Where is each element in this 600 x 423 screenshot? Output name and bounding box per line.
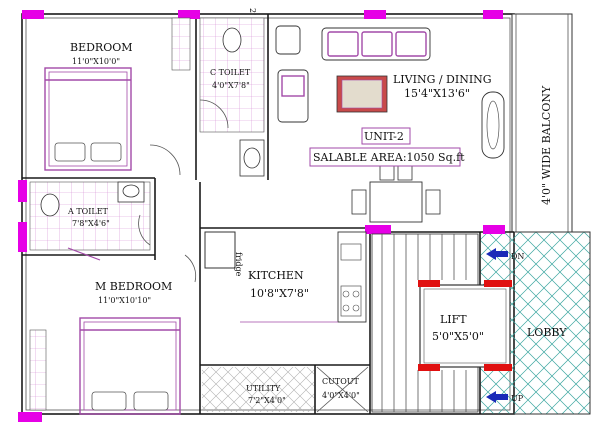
- top-dimension: 2': [248, 8, 257, 15]
- m-bedroom-name: M BEDROOM: [95, 280, 172, 293]
- living-armchairs: [275, 25, 309, 123]
- living-name: LIVING / DINING: [393, 73, 492, 86]
- unit-name: UNIT-2: [364, 130, 404, 143]
- living-sofa: [321, 27, 431, 61]
- bedroom-wardrobe: [171, 17, 191, 71]
- lift-shaft: [418, 280, 512, 371]
- stair-up-arrow: [486, 391, 508, 403]
- c-toilet-name: C TOILET: [210, 68, 251, 77]
- lobby-name: LOBBY: [527, 326, 567, 339]
- lift-size: 5'0"X5'0": [432, 330, 484, 343]
- c-toilet-fixtures: [199, 17, 265, 177]
- a-toilet-size: 7'8"X4'6": [72, 219, 110, 228]
- m-bedroom-size: 11'0"X10'10": [98, 296, 151, 305]
- columns: [18, 10, 505, 422]
- tv-unit: [481, 91, 505, 159]
- salable-area: SALABLE AREA:1050 Sq.ft: [313, 151, 465, 164]
- bedroom-name: BEDROOM: [70, 41, 133, 54]
- balcony-label: 4'0" WIDE BALCONY: [540, 85, 553, 205]
- bedroom-size: 11'0"X10'0": [72, 57, 120, 66]
- unit-label-box: [309, 127, 461, 167]
- stair-down-label: DN: [511, 252, 524, 261]
- kitchen-name: KITCHEN: [248, 269, 304, 282]
- m-bedroom-wardrobe: [29, 329, 47, 411]
- cutout-name: CUTOUT: [322, 377, 360, 386]
- a-toilet-name: A TOILET: [67, 207, 109, 216]
- interior-walls: [22, 14, 514, 414]
- cutout-size: 4'0"X4'0": [322, 391, 360, 400]
- dining-table: [351, 165, 441, 223]
- cutout-area: [316, 366, 369, 413]
- a-toilet-fixtures: [29, 181, 151, 251]
- m-bedroom-bed: [79, 317, 181, 415]
- staircase: [371, 233, 479, 413]
- kitchen-fixtures: [204, 231, 367, 323]
- balcony: [511, 13, 573, 233]
- c-toilet-size: 4'0"X7'8": [212, 81, 250, 90]
- stair-down-arrow: [486, 248, 508, 260]
- utility-size: 7'2"X4'0": [248, 396, 286, 405]
- living-rug: [336, 75, 388, 113]
- lift-name: LIFT: [440, 313, 467, 326]
- stair-up-label: UP: [511, 394, 524, 403]
- door-swings: [67, 99, 229, 283]
- bedroom-bed: [44, 67, 132, 171]
- utility-area: [202, 367, 314, 412]
- utility-name: UTILITY: [246, 384, 281, 393]
- kitchen-size: 10'8"X7'8": [250, 287, 309, 300]
- living-size: 15'4"X13'6": [404, 87, 470, 100]
- fridge-label: fridge: [234, 252, 243, 277]
